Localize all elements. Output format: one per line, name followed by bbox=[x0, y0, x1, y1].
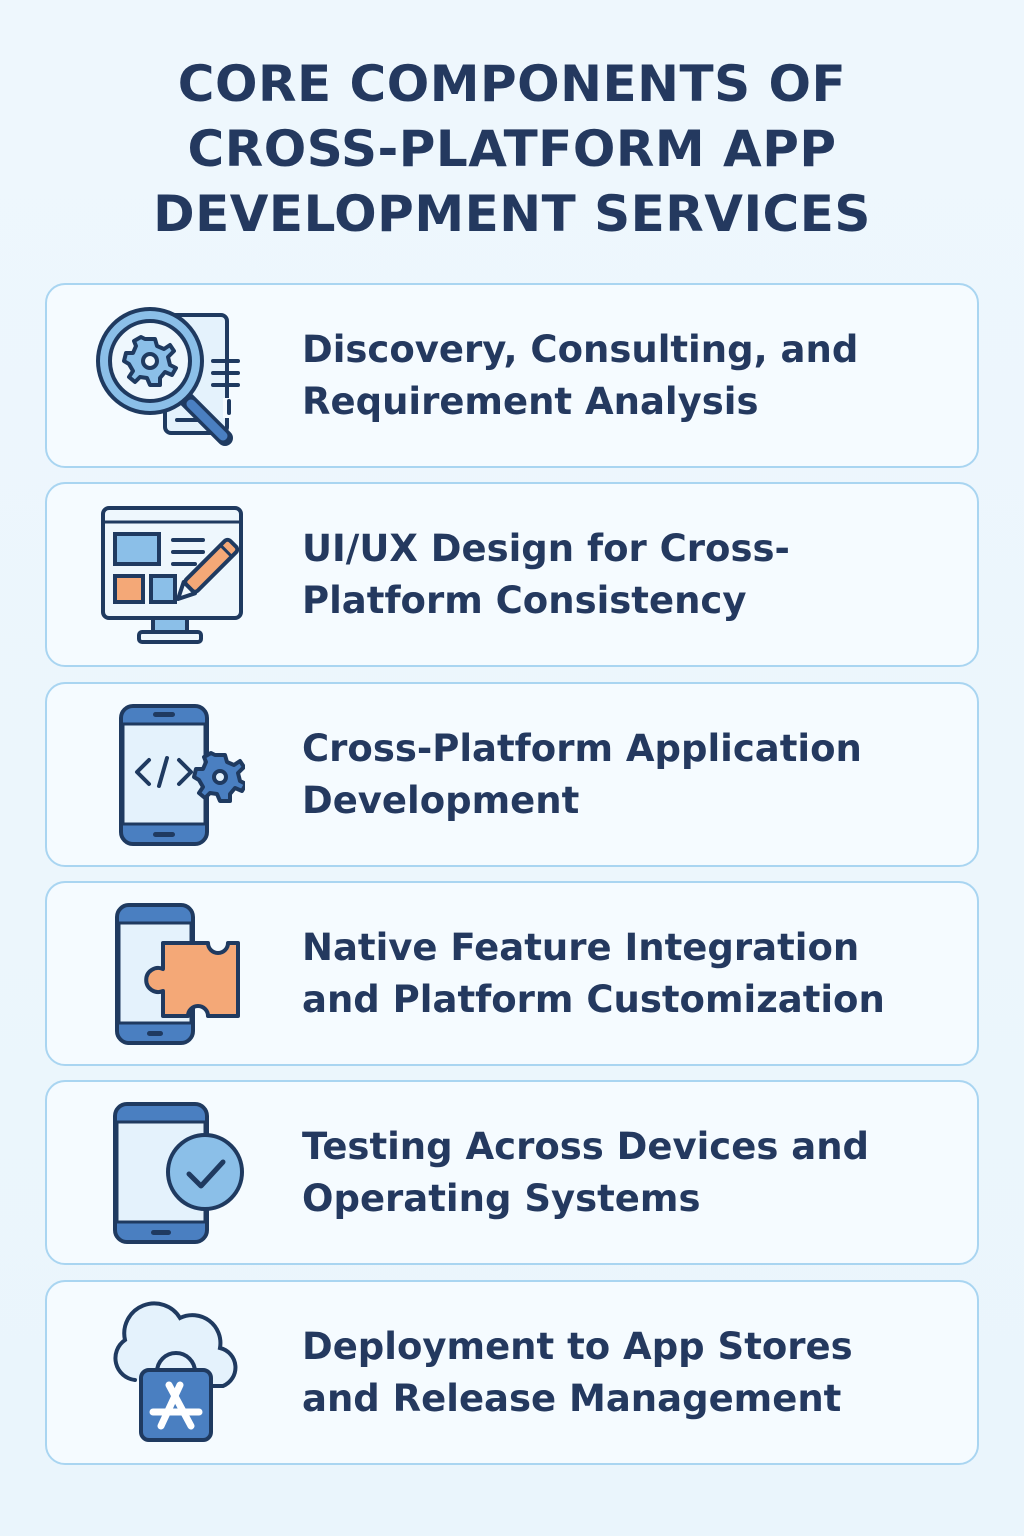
label-line-2: and Platform Customization bbox=[302, 977, 885, 1021]
label-line-1: Native Feature Integration bbox=[302, 925, 860, 969]
monitor-design-pencil-icon bbox=[95, 502, 245, 647]
component-card-native-integration: Native Feature Integration and Platform … bbox=[45, 881, 979, 1066]
component-label: Native Feature Integration and Platform … bbox=[302, 883, 885, 1064]
title-line-1: CORE COMPONENTS OF bbox=[177, 55, 847, 113]
component-card-uiux-design: UI/UX Design for Cross- Platform Consist… bbox=[45, 482, 979, 667]
component-card-app-development: Cross-Platform Application Development bbox=[45, 682, 979, 867]
label-line-2: Requirement Analysis bbox=[302, 379, 759, 423]
component-label: Testing Across Devices and Operating Sys… bbox=[302, 1082, 869, 1263]
component-card-deployment: Deployment to App Stores and Release Man… bbox=[45, 1280, 979, 1465]
label-line-1: Deployment to App Stores bbox=[302, 1324, 853, 1368]
title-line-2: CROSS-PLATFORM APP bbox=[187, 120, 837, 178]
phone-checkmark-icon bbox=[95, 1100, 245, 1245]
component-label: UI/UX Design for Cross- Platform Consist… bbox=[302, 484, 790, 665]
phone-code-gear-icon bbox=[95, 702, 245, 847]
label-line-1: Testing Across Devices and bbox=[302, 1124, 870, 1168]
label-line-2: and Release Management bbox=[302, 1376, 842, 1420]
label-line-2: Operating Systems bbox=[302, 1176, 701, 1220]
component-label: Cross-Platform Application Development bbox=[302, 684, 862, 865]
title-line-3: DEVELOPMENT SERVICES bbox=[153, 185, 871, 243]
phone-puzzle-icon bbox=[95, 901, 245, 1046]
component-card-discovery: Discovery, Consulting, and Requirement A… bbox=[45, 283, 979, 468]
label-line-1: UI/UX Design for Cross- bbox=[302, 526, 790, 570]
label-line-1: Discovery, Consulting, and bbox=[302, 327, 859, 371]
component-card-testing: Testing Across Devices and Operating Sys… bbox=[45, 1080, 979, 1265]
page-title: CORE COMPONENTS OF CROSS-PLATFORM APP DE… bbox=[0, 52, 1024, 247]
cloud-app-store-bag-icon bbox=[95, 1300, 245, 1445]
label-line-1: Cross-Platform Application bbox=[302, 726, 862, 770]
label-line-2: Development bbox=[302, 778, 580, 822]
magnifier-gear-document-icon bbox=[95, 303, 245, 448]
component-label: Deployment to App Stores and Release Man… bbox=[302, 1282, 853, 1463]
label-line-2: Platform Consistency bbox=[302, 578, 747, 622]
component-label: Discovery, Consulting, and Requirement A… bbox=[302, 285, 858, 466]
